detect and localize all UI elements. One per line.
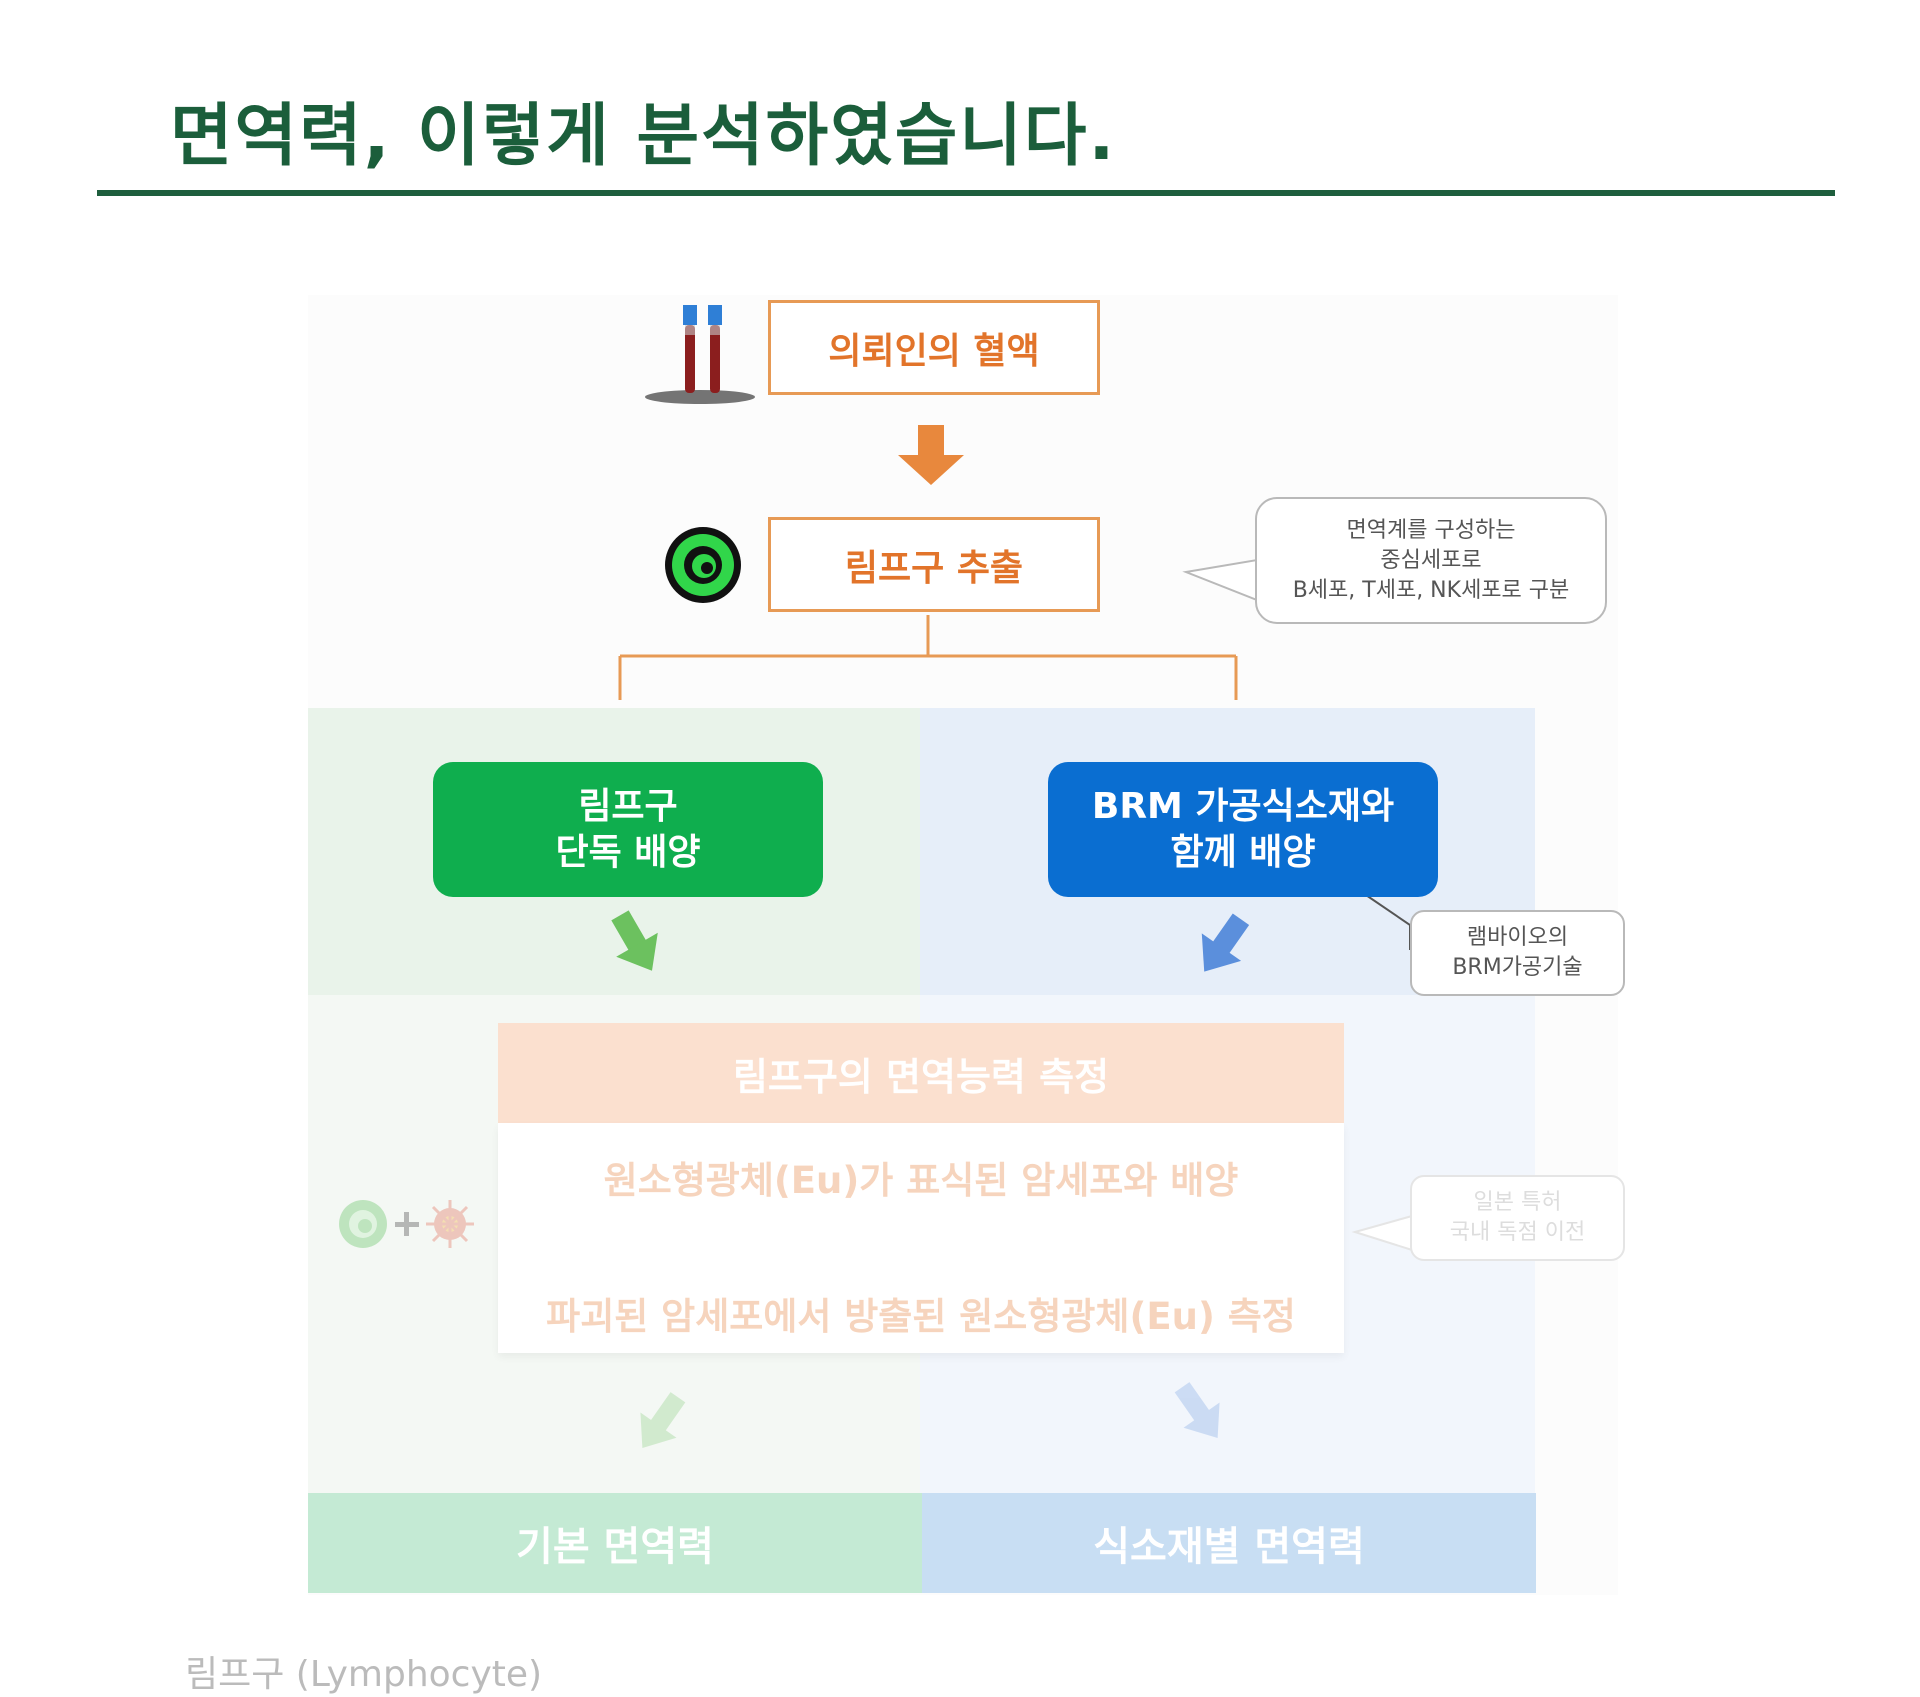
green-arrow — [611, 910, 658, 971]
brm-culture-line-2: 함께 배양 — [1170, 831, 1316, 873]
blue-arrow — [1201, 913, 1250, 972]
single-culture-line-2: 단독 배양 — [555, 831, 701, 873]
measure-title: 림프구의 면역능력 측정 — [498, 1023, 1344, 1123]
lymphocyte-cell-icon — [665, 527, 741, 603]
brm-callout: 램바이오의 BRM가공기술 — [1410, 910, 1625, 996]
brm-callout-line-2: BRM가공기술 — [1452, 955, 1583, 980]
callout-line-3: B세포, T세포, NK세포로 구분 — [1292, 577, 1570, 603]
blood-tubes-icon — [645, 305, 755, 404]
brm-culture-box: BRM 가공식소재와 함께 배양 — [1048, 762, 1438, 897]
title-divider — [97, 190, 1835, 196]
single-culture-box: 림프구 단독 배양 — [433, 762, 823, 897]
patent-callout-line-2: 국내 독점 이전 — [1449, 1220, 1586, 1245]
patent-callout: 일본 특허 국내 독점 이전 — [1410, 1175, 1625, 1261]
cell-plus-cancer-icon — [339, 1200, 474, 1248]
brm-callout-line-1: 램바이오의 — [1466, 925, 1569, 950]
faint-blue-arrow — [1174, 1382, 1220, 1439]
callout-line-2: 중심세포로 — [1380, 547, 1482, 573]
measure-body — [498, 1123, 1344, 1353]
page-title: 면역력, 이렇게 분석하였습니다. — [170, 97, 1117, 176]
single-culture-line-1: 림프구 — [578, 785, 678, 827]
extract-step-box: 림프구 추출 — [768, 517, 1100, 612]
brm-culture-line-1: BRM 가공식소재와 — [1091, 785, 1395, 827]
result-basic: 기본 면역력 — [308, 1493, 922, 1593]
orange-down-arrow — [898, 425, 964, 485]
footnote: 림프구 (Lymphocyte) — [185, 1654, 543, 1695]
measure-step-2: 파괴된 암세포에서 방출된 원소형광체(Eu) 측정 — [546, 1295, 1296, 1338]
faint-green-arrow — [640, 1392, 686, 1449]
measure-step-1: 원소형광체(Eu)가 표식된 암세포와 배양 — [603, 1159, 1239, 1202]
patent-callout-line-1: 일본 특허 — [1473, 1190, 1562, 1215]
extract-step-label: 림프구 추출 — [844, 547, 1024, 589]
blood-step-box: 의뢰인의 혈액 — [768, 300, 1100, 395]
result-food: 식소재별 면역력 — [922, 1493, 1536, 1593]
lymphocyte-callout: 면역계를 구성하는 중심세포로 B세포, T세포, NK세포로 구분 — [1255, 497, 1607, 624]
blood-step-label: 의뢰인의 혈액 — [828, 330, 1040, 372]
branch-connector — [618, 615, 1238, 700]
callout-line-1: 면역계를 구성하는 — [1346, 517, 1516, 543]
